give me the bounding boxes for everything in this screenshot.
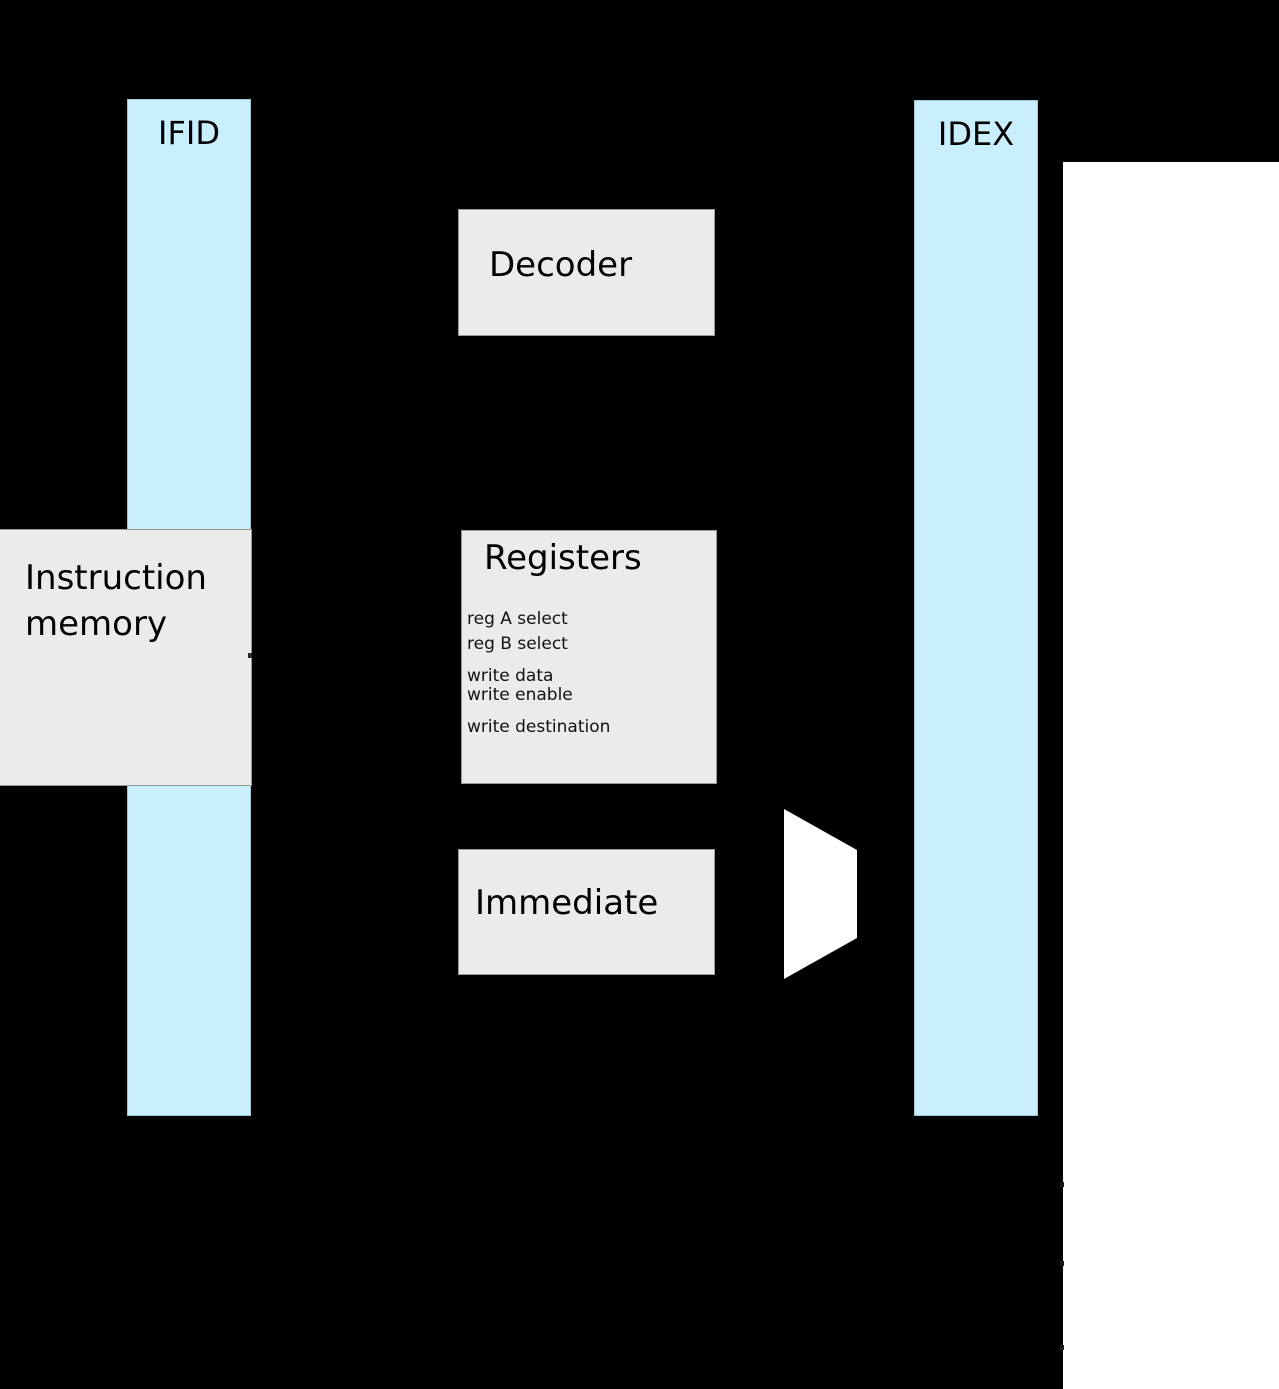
pipeline-register-ifid-label: IFID — [158, 114, 220, 152]
pipeline-register-idex[interactable]: IDEX — [914, 100, 1038, 1116]
registers-port-write-enable: write enable — [467, 685, 573, 705]
unit-immediate-label: Immediate — [475, 883, 659, 923]
edge-wire-stub-1 — [1060, 1182, 1064, 1187]
unit-instruction-memory[interactable]: Instruction memory — [0, 529, 252, 786]
unit-registers-label: Registers — [484, 538, 642, 578]
registers-port-reg-b-select: reg B select — [467, 634, 568, 654]
edge-wire-stub-2 — [1060, 1261, 1064, 1266]
registers-port-write-destination: write destination — [467, 717, 611, 737]
unit-immediate[interactable]: Immediate — [458, 849, 715, 975]
registers-port-write-data: write data — [467, 666, 554, 686]
instruction-memory-output-port-stub — [248, 653, 252, 658]
edge-wire-stub-3 — [1060, 1345, 1064, 1350]
registers-port-reg-a-select: reg A select — [467, 609, 568, 629]
operand-mux[interactable] — [784, 809, 859, 979]
unit-decoder-label: Decoder — [489, 245, 633, 285]
unit-decoder[interactable]: Decoder — [458, 209, 715, 336]
pipeline-register-idex-label: IDEX — [937, 115, 1015, 153]
diagram-backdrop-top-strip — [1063, 0, 1279, 162]
unit-registers[interactable]: Registers reg A select reg B select writ… — [461, 530, 717, 784]
unit-instruction-memory-label: Instruction memory — [25, 558, 207, 644]
registers-port-list: reg A select reg B select write data wri… — [467, 611, 712, 736]
mux-trapezoid-icon — [784, 809, 857, 979]
